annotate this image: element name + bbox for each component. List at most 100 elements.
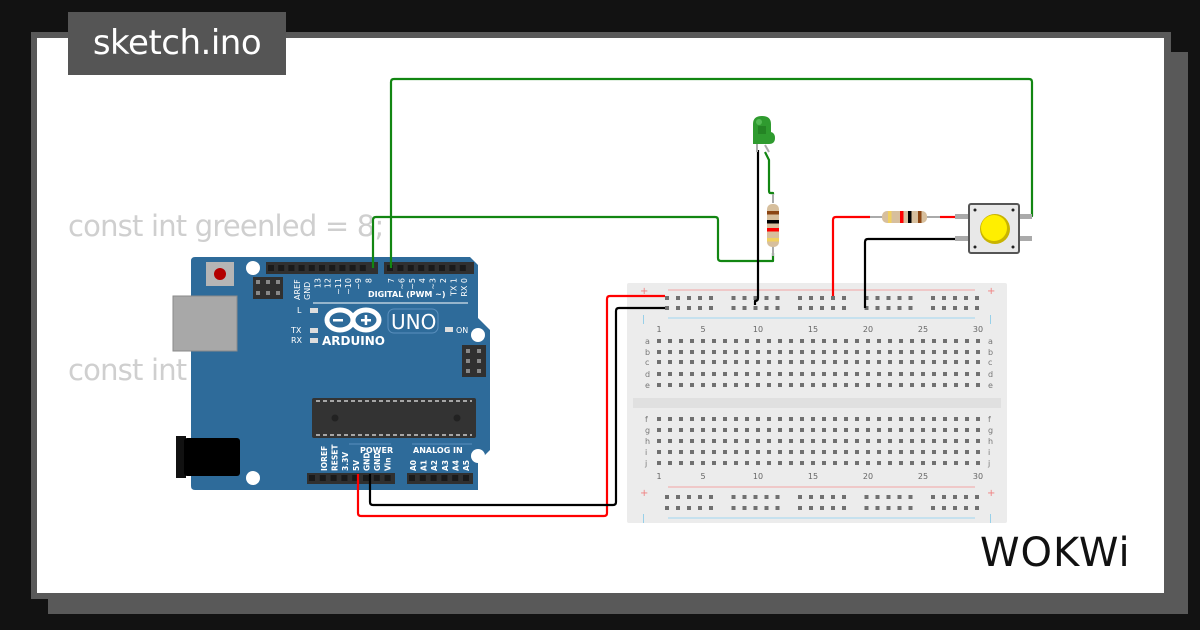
- breadboard-hole[interactable]: [833, 360, 837, 364]
- breadboard-hole[interactable]: [932, 372, 936, 376]
- breadboard-hole[interactable]: [943, 360, 947, 364]
- pushbutton-cap[interactable]: [981, 215, 1007, 241]
- breadboard-hole[interactable]: [833, 383, 837, 387]
- rail-hole[interactable]: [964, 506, 968, 510]
- breadboard-hole[interactable]: [943, 417, 947, 421]
- breadboard-hole[interactable]: [811, 383, 815, 387]
- breadboard-hole[interactable]: [778, 350, 782, 354]
- breadboard-hole[interactable]: [657, 417, 661, 421]
- rail-hole[interactable]: [775, 495, 780, 499]
- breadboard-hole[interactable]: [701, 339, 705, 343]
- breadboard-hole[interactable]: [734, 450, 738, 454]
- rail-hole[interactable]: [886, 306, 891, 310]
- breadboard-hole[interactable]: [789, 350, 793, 354]
- rail-hole[interactable]: [798, 506, 802, 510]
- breadboard-hole[interactable]: [723, 372, 727, 376]
- breadboard-hole[interactable]: [855, 350, 859, 354]
- rail-hole[interactable]: [931, 296, 935, 300]
- rail-hole[interactable]: [953, 506, 957, 510]
- breadboard-hole[interactable]: [745, 339, 749, 343]
- breadboard-hole[interactable]: [811, 372, 815, 376]
- rail-hole[interactable]: [831, 296, 835, 300]
- breadboard-hole[interactable]: [778, 461, 782, 465]
- breadboard-hole[interactable]: [734, 428, 738, 432]
- breadboard-hole[interactable]: [723, 428, 727, 432]
- breadboard-hole[interactable]: [712, 350, 716, 354]
- breadboard-hole[interactable]: [712, 461, 716, 465]
- breadboard-hole[interactable]: [877, 350, 881, 354]
- breadboard-hole[interactable]: [965, 372, 969, 376]
- pin-socket[interactable]: [463, 475, 469, 481]
- breadboard-hole[interactable]: [822, 372, 826, 376]
- breadboard-hole[interactable]: [668, 439, 672, 443]
- breadboard-hole[interactable]: [822, 428, 826, 432]
- rail-hole[interactable]: [775, 306, 780, 310]
- rail-hole[interactable]: [897, 495, 902, 499]
- breadboard-hole[interactable]: [734, 339, 738, 343]
- breadboard-hole[interactable]: [899, 383, 903, 387]
- breadboard-hole[interactable]: [866, 350, 870, 354]
- breadboard-hole[interactable]: [877, 428, 881, 432]
- breadboard-hole[interactable]: [668, 383, 672, 387]
- breadboard-hole[interactable]: [745, 350, 749, 354]
- breadboard-hole[interactable]: [745, 417, 749, 421]
- breadboard-hole[interactable]: [954, 450, 958, 454]
- breadboard-hole[interactable]: [965, 339, 969, 343]
- breadboard-hole[interactable]: [679, 417, 683, 421]
- breadboard-hole[interactable]: [910, 383, 914, 387]
- breadboard-hole[interactable]: [701, 372, 705, 376]
- breadboard-hole[interactable]: [888, 339, 892, 343]
- breadboard-hole[interactable]: [657, 350, 661, 354]
- breadboard-hole[interactable]: [767, 450, 771, 454]
- pin-socket[interactable]: [319, 475, 326, 481]
- rail-hole[interactable]: [975, 296, 979, 300]
- breadboard-hole[interactable]: [921, 417, 925, 421]
- breadboard-hole[interactable]: [954, 383, 958, 387]
- rail-hole[interactable]: [709, 296, 713, 300]
- breadboard-hole[interactable]: [976, 439, 980, 443]
- breadboard-hole[interactable]: [866, 439, 870, 443]
- breadboard-hole[interactable]: [679, 461, 683, 465]
- pin-socket[interactable]: [452, 475, 459, 481]
- breadboard-hole[interactable]: [778, 439, 782, 443]
- breadboard-hole[interactable]: [866, 383, 870, 387]
- breadboard-hole[interactable]: [789, 428, 793, 432]
- breadboard-hole[interactable]: [800, 439, 804, 443]
- breadboard-hole[interactable]: [701, 450, 705, 454]
- breadboard-hole[interactable]: [657, 383, 661, 387]
- breadboard-hole[interactable]: [899, 439, 903, 443]
- breadboard-hole[interactable]: [822, 350, 826, 354]
- breadboard-hole[interactable]: [734, 461, 738, 465]
- breadboard-hole[interactable]: [932, 417, 936, 421]
- breadboard-hole[interactable]: [723, 383, 727, 387]
- resistor-button[interactable]: [870, 211, 940, 223]
- breadboard-hole[interactable]: [921, 372, 925, 376]
- breadboard-hole[interactable]: [756, 350, 760, 354]
- breadboard-hole[interactable]: [943, 461, 947, 465]
- pin-socket[interactable]: [298, 265, 305, 271]
- breadboard-hole[interactable]: [745, 428, 749, 432]
- breadboard-hole[interactable]: [712, 372, 716, 376]
- breadboard-hole[interactable]: [712, 428, 716, 432]
- rail-hole[interactable]: [798, 306, 802, 310]
- breadboard-hole[interactable]: [756, 417, 760, 421]
- rail-hole[interactable]: [676, 495, 680, 499]
- breadboard-hole[interactable]: [910, 439, 914, 443]
- pin-socket[interactable]: [341, 475, 348, 481]
- rail-hole[interactable]: [676, 506, 680, 510]
- breadboard-hole[interactable]: [866, 360, 870, 364]
- breadboard-hole[interactable]: [932, 461, 936, 465]
- breadboard-hole[interactable]: [723, 461, 727, 465]
- breadboard-hole[interactable]: [910, 372, 914, 376]
- breadboard-hole[interactable]: [866, 450, 870, 454]
- breadboard-hole[interactable]: [712, 450, 716, 454]
- rail-hole[interactable]: [753, 296, 758, 300]
- breadboard-hole[interactable]: [855, 360, 859, 364]
- pin-socket[interactable]: [449, 265, 456, 271]
- breadboard-hole[interactable]: [888, 383, 892, 387]
- breadboard-hole[interactable]: [921, 339, 925, 343]
- breadboard-hole[interactable]: [668, 450, 672, 454]
- file-tab[interactable]: sketch.ino: [68, 12, 286, 75]
- breadboard-hole[interactable]: [657, 439, 661, 443]
- rail-hole[interactable]: [809, 296, 813, 300]
